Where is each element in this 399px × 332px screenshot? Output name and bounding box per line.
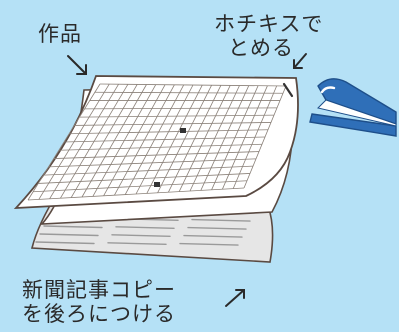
arrow-icon — [67, 53, 307, 307]
grid-line — [53, 151, 260, 159]
newspaper-label-line2: を後ろにつける — [22, 302, 176, 326]
grid-line — [33, 180, 248, 193]
news-text-line — [187, 226, 247, 230]
grid-line — [38, 173, 251, 184]
newspaper-label-line1: 新聞記事コピー — [22, 278, 176, 302]
newspaper-label: 新聞記事コピー を後ろにつける — [22, 278, 176, 326]
grid-line — [94, 91, 284, 94]
staple-label: ホチキスで とめる — [214, 12, 323, 60]
news-text-line — [179, 242, 239, 246]
news-text-line — [191, 218, 251, 222]
news-text-line — [107, 242, 167, 246]
news-text-line — [115, 226, 175, 230]
artwork-label: 作品 — [38, 22, 82, 46]
grid-line — [43, 165, 254, 176]
staple-mark — [282, 82, 294, 98]
mark-square — [180, 128, 186, 133]
news-text-line — [111, 234, 171, 238]
news-text-line — [43, 225, 103, 229]
grid-line — [79, 114, 275, 118]
mark-square — [154, 182, 160, 187]
grid-line — [84, 107, 278, 110]
grid-line — [69, 129, 269, 135]
grid-line — [48, 158, 257, 168]
grid-line — [27, 187, 245, 201]
grid-line — [74, 122, 272, 126]
staple-label-line1: ホチキスで — [214, 12, 324, 36]
grid-line — [58, 143, 263, 151]
news-text-line — [39, 233, 99, 237]
artwork-sheet — [13, 75, 299, 210]
grid-line — [63, 136, 266, 143]
news-text-line — [35, 241, 95, 245]
grid-line — [99, 83, 287, 87]
stapler-icon — [309, 78, 397, 137]
news-text-line — [183, 234, 243, 238]
staple-label-line2: とめる — [228, 36, 294, 60]
